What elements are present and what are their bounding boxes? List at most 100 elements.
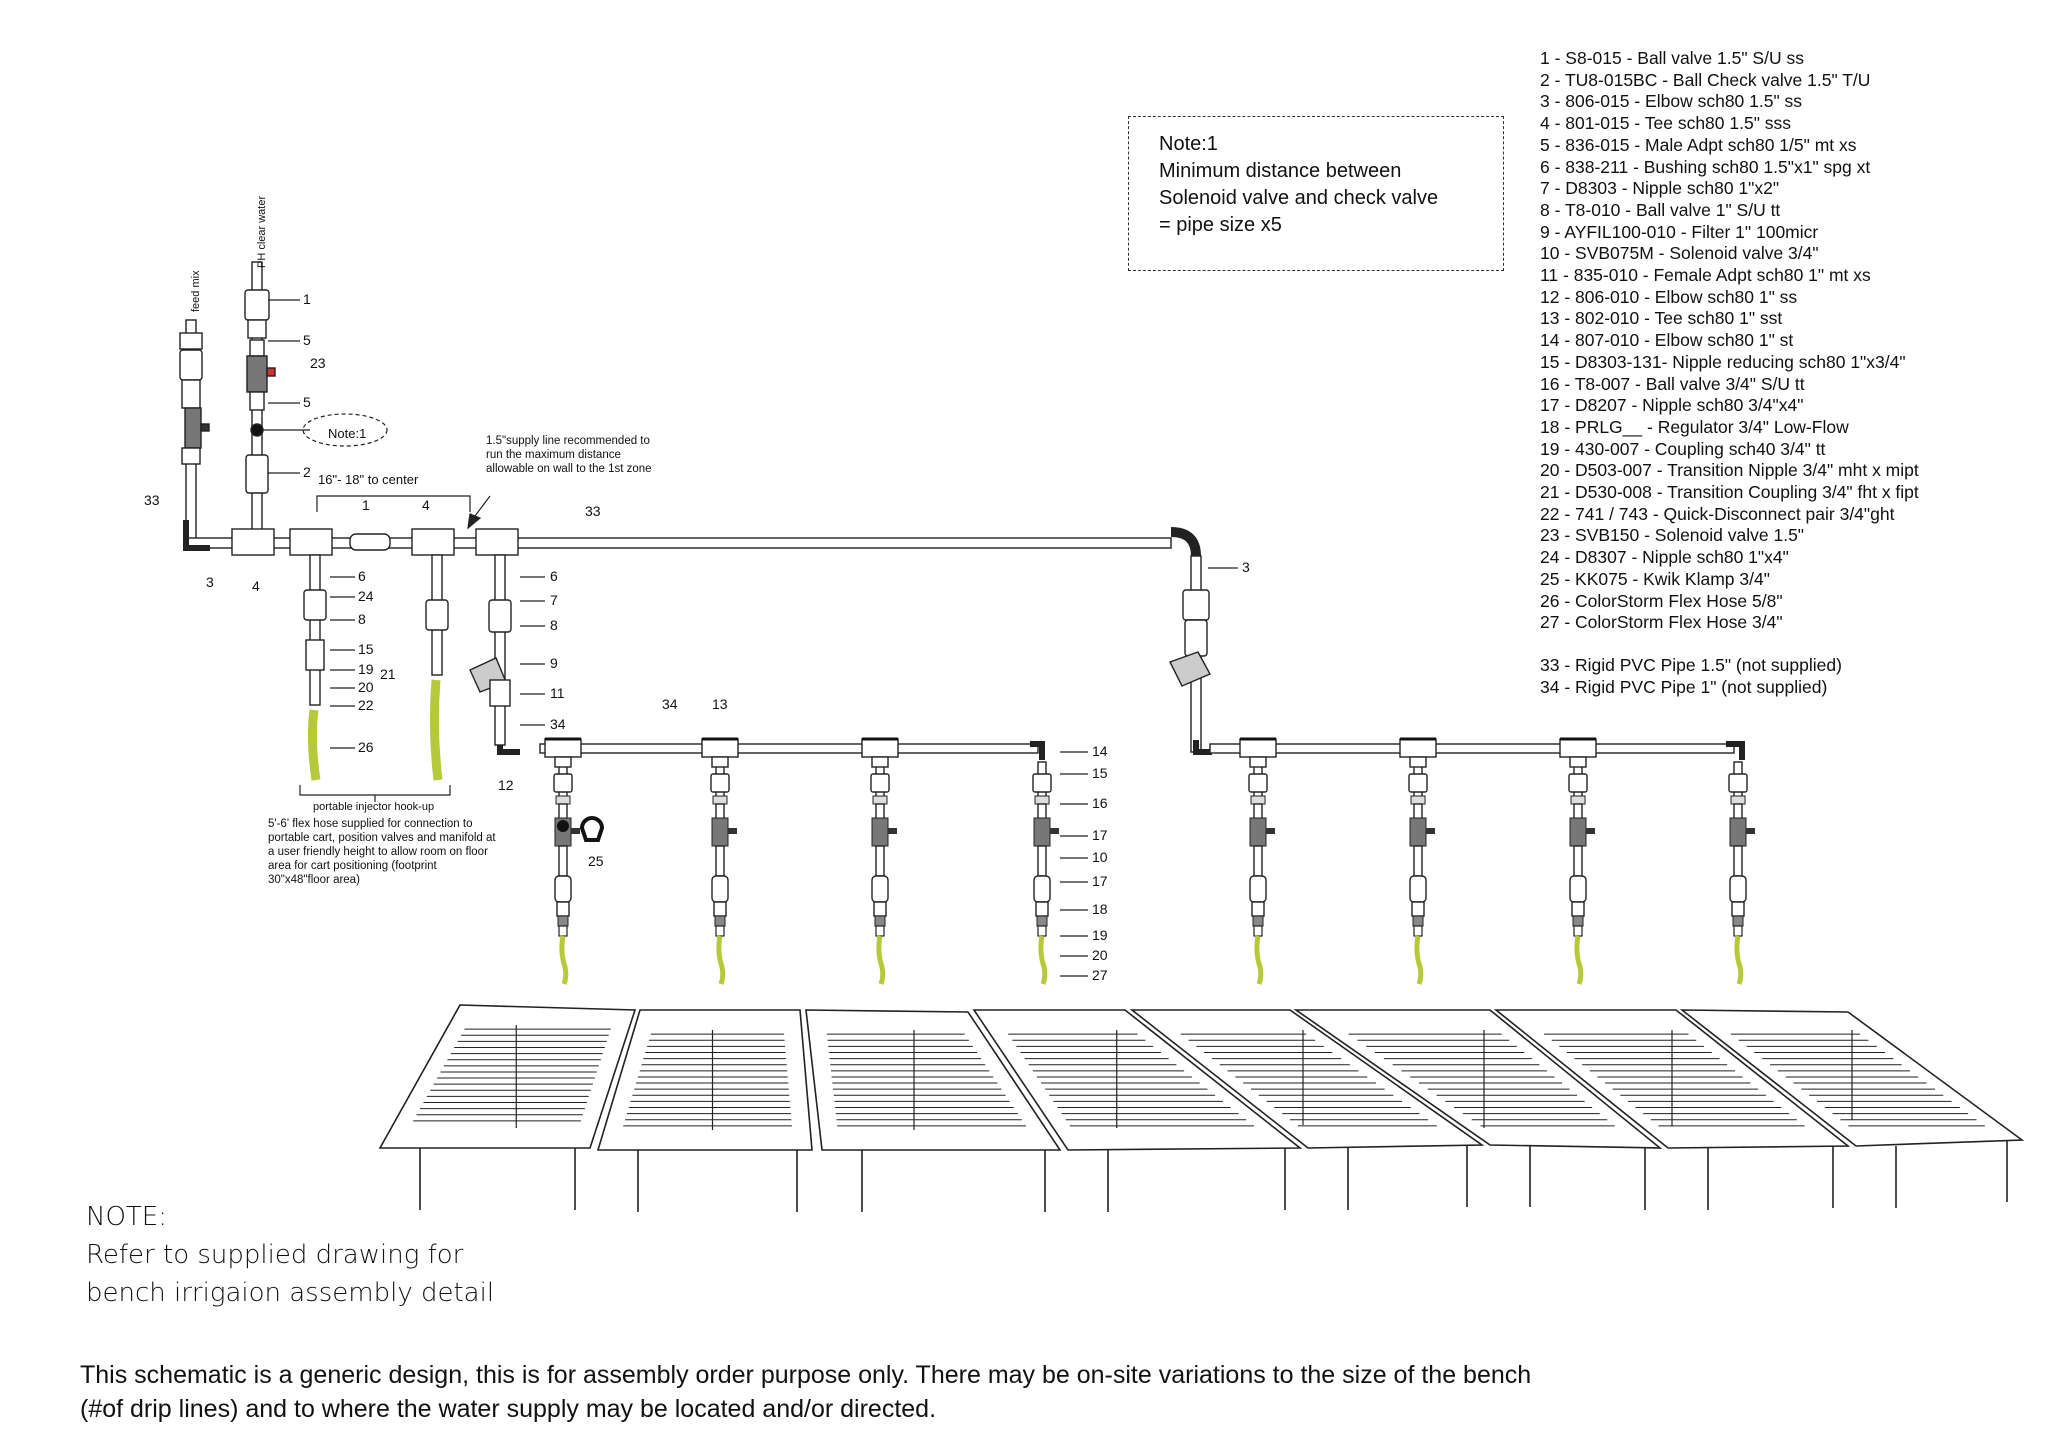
bench-top: [378, 1004, 637, 1149]
legend-item: 27 - ColorStorm Flex Hose 3/4": [1540, 612, 1783, 633]
legend-item: 4 - 801-015 - Tee sch80 1.5" sss: [1540, 113, 1792, 134]
callout: 34: [662, 696, 678, 712]
center-dimension: 16"- 18" to center: [318, 472, 419, 487]
note1-box: Note:1 Minimum distance between Solenoid…: [1128, 116, 1504, 271]
callout: 3: [1242, 559, 1250, 575]
callout: 3: [206, 574, 214, 590]
injector-note-line: portable cart, position valves and manif…: [268, 832, 496, 844]
note1-callout-label: Note:1: [328, 426, 367, 441]
note-heading: NOTE:: [86, 1202, 167, 1232]
legend-item: 3 - 806-015 - Elbow sch80 1.5" ss: [1540, 91, 1803, 112]
note1-line: Solenoid valve and check valve: [1159, 187, 1439, 209]
callout: 8: [358, 611, 366, 627]
injector-title: portable injector hook-up: [313, 801, 435, 813]
bench-top: [972, 1009, 1303, 1151]
main-header-pipe: [183, 520, 1211, 753]
callout: 22: [358, 697, 374, 713]
legend-item: 2 - TU8-015BC - Ball Check valve 1.5" T/…: [1540, 69, 1871, 90]
callout: 34: [550, 716, 566, 732]
bench-assembly-note: NOTE: Refer to supplied drawing for benc…: [86, 1198, 494, 1312]
callout: 19: [1092, 927, 1108, 943]
legend-item: 24 - D8307 - Nipple sch80 1"x4": [1540, 547, 1789, 568]
legend-item: 25 - KK075 - Kwik Klamp 3/4": [1540, 568, 1770, 589]
legend-spacer: [1540, 634, 1919, 655]
legend-item: 23 - SVB150 - Solenoid valve 1.5": [1540, 525, 1805, 546]
callout: 33: [585, 503, 601, 519]
callout: 2: [303, 464, 311, 480]
callout: 4: [422, 497, 430, 513]
legend-item: 17 - D8207 - Nipple sch80 3/4"x4": [1540, 395, 1804, 416]
supply-note-line: 1.5"supply line recommended to: [486, 435, 650, 447]
injector-bracket: [299, 785, 451, 802]
legend-item: 9 - AYFIL100-010 - Filter 1" 100micr: [1540, 221, 1819, 242]
callout: 10: [1092, 849, 1108, 865]
legend-item: 8 - T8-010 - Ball valve 1" S/U tt: [1540, 199, 1781, 220]
legend-item: 14 - 807-010 - Elbow sch80 1" st: [1540, 330, 1794, 351]
legend-item: 11 - 835-010 - Female Adpt sch80 1" mt x…: [1540, 265, 1871, 286]
injector-note-line: area for cart positioning (footprint: [268, 860, 437, 872]
legend-item: 26 - ColorStorm Flex Hose 5/8": [1540, 590, 1783, 611]
callout: 11: [550, 685, 565, 701]
legend-item: 16 - T8-007 - Ball valve 3/4" S/U tt: [1540, 373, 1805, 394]
note1-line: Minimum distance between: [1159, 160, 1402, 182]
callout: 5: [303, 394, 311, 410]
zone-supply-drop: [469, 554, 520, 755]
legend-item: 19 - 430-007 - Coupling sch40 3/4" tt: [1540, 438, 1826, 459]
callout: 6: [550, 568, 558, 584]
callout: 8: [550, 617, 558, 633]
legend-item: 22 - 741 / 743 - Quick-Disconnect pair 3…: [1540, 503, 1895, 524]
callout: 24: [358, 588, 374, 604]
callout: 9: [550, 655, 558, 671]
callout: 13: [712, 696, 728, 712]
callout: 15: [358, 641, 374, 657]
callout: 1: [303, 291, 311, 307]
note1-line: Note:1: [1159, 133, 1218, 155]
drop-assemblies: [543, 737, 1755, 984]
callout: 5: [303, 332, 311, 348]
injector-note-line: 5'-6' flex hose supplied for connection …: [268, 818, 473, 830]
callout: 6: [358, 568, 366, 584]
injector-note-line: 30"x48"floor area): [268, 874, 360, 886]
injector-drops: [303, 554, 449, 781]
manifold-right: [1193, 740, 1745, 760]
legend-item: 13 - 802-010 - Tee sch80 1" sst: [1540, 308, 1783, 329]
bench-top: [596, 1009, 813, 1151]
supply-note-line: run the maximum distance: [486, 449, 621, 461]
injector-note-line: a user friendly height to allow room on …: [268, 846, 488, 858]
callout: 20: [1092, 947, 1108, 963]
feed-mix-label: feed mix: [190, 270, 202, 312]
callout: 4: [252, 578, 260, 594]
ph-water-riser: [244, 261, 276, 543]
ph-water-label: PH clear water: [256, 195, 268, 268]
callout: 12: [498, 777, 514, 793]
legend-item: 18 - PRLG__ - Regulator 3/4" Low-Flow: [1540, 416, 1849, 437]
supply-note: 1.5"supply line recommended to run the m…: [486, 434, 652, 476]
bench-tables: [378, 1004, 2025, 1212]
legend-item: 6 - 838-211 - Bushing sch80 1.5"x1" spg …: [1540, 156, 1871, 177]
callout: 23: [310, 355, 326, 371]
disclaimer-footer: This schematic is a generic design, this…: [80, 1361, 1532, 1423]
callout: 17: [1092, 827, 1108, 843]
note-line: Refer to supplied drawing for: [86, 1240, 464, 1270]
callout: 21: [380, 666, 396, 682]
supply-note-line: allowable on wall to the 1st zone: [486, 463, 652, 475]
injector-note: 5'-6' flex hose supplied for connection …: [268, 817, 496, 887]
legend-item: 33 - Rigid PVC Pipe 1.5" (not supplied): [1540, 654, 1842, 675]
legend-item: 5 - 836-015 - Male Adpt sch80 1/5" mt xs: [1540, 134, 1857, 155]
manifold-left: [539, 741, 1045, 760]
callout: 25: [588, 853, 604, 869]
callout: 17: [1092, 873, 1108, 889]
legend-item: 34 - Rigid PVC Pipe 1" (not supplied): [1540, 676, 1828, 697]
legend-item: 21 - D530-008 - Transition Coupling 3/4"…: [1540, 482, 1919, 503]
legend-item: 12 - 806-010 - Elbow sch80 1" ss: [1540, 286, 1798, 307]
legend-item: 7 - D8303 - Nipple sch80 1"x2": [1540, 178, 1780, 199]
legend-item: 10 - SVB075M - Solenoid valve 3/4": [1540, 243, 1819, 264]
callout: 20: [358, 679, 374, 695]
callout: 18: [1092, 901, 1108, 917]
callout-leaders: [262, 299, 1238, 977]
callout: 19: [358, 661, 374, 677]
legend-item: 20 - D503-007 - Transition Nipple 3/4" m…: [1540, 460, 1919, 481]
callout: 15: [1092, 765, 1108, 781]
